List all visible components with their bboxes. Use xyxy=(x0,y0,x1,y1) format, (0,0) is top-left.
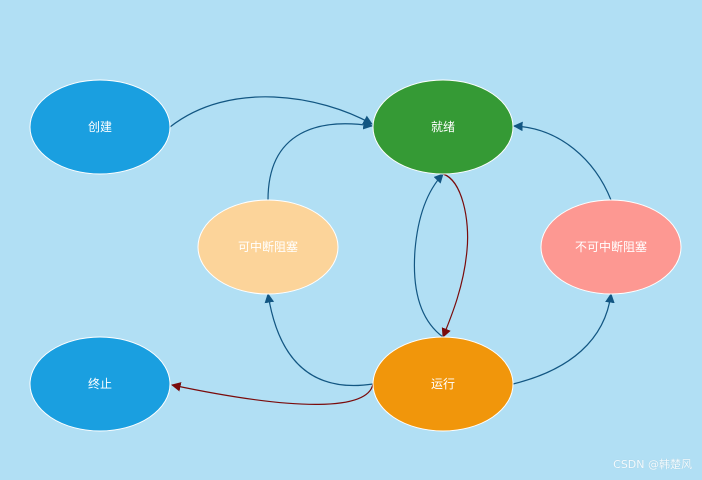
node-uninterruptible-blocked: 不可中断阻塞 xyxy=(540,199,682,295)
edge-uninterruptible-to-ready xyxy=(513,121,612,201)
edges xyxy=(169,96,615,405)
node-running-label: 运行 xyxy=(431,377,455,391)
node-create: 创建 xyxy=(29,79,171,175)
node-interruptible-blocked-shape xyxy=(197,199,339,295)
node-create-shape xyxy=(29,79,171,175)
edge-create-to-ready xyxy=(169,96,373,128)
node-terminated: 终止 xyxy=(29,336,171,432)
node-running-shape xyxy=(372,336,514,432)
edge-ready-to-running xyxy=(441,173,469,338)
edge-running-to-ready xyxy=(413,173,444,338)
watermark-text: CSDN @韩楚风 xyxy=(613,458,692,471)
edge-running-to-interruptible xyxy=(264,293,374,387)
node-uninterruptible-blocked-label: 不可中断阻塞 xyxy=(575,239,647,254)
node-uninterruptible-blocked-shape xyxy=(540,199,682,295)
edge-interruptible-to-ready xyxy=(267,119,373,201)
node-interruptible-blocked-label: 可中断阻塞 xyxy=(238,239,298,254)
node-ready-label: 就绪 xyxy=(431,120,455,134)
node-create-label: 创建 xyxy=(88,120,112,134)
node-running: 运行 xyxy=(372,336,514,432)
node-terminated-shape xyxy=(29,336,171,432)
node-interruptible-blocked: 可中断阻塞 xyxy=(197,199,339,295)
edge-running-to-terminated xyxy=(171,382,374,405)
node-ready-shape xyxy=(372,79,514,175)
node-ready: 就绪 xyxy=(372,79,514,175)
edge-running-to-uninterruptible xyxy=(512,293,615,385)
node-terminated-label: 终止 xyxy=(88,376,112,391)
